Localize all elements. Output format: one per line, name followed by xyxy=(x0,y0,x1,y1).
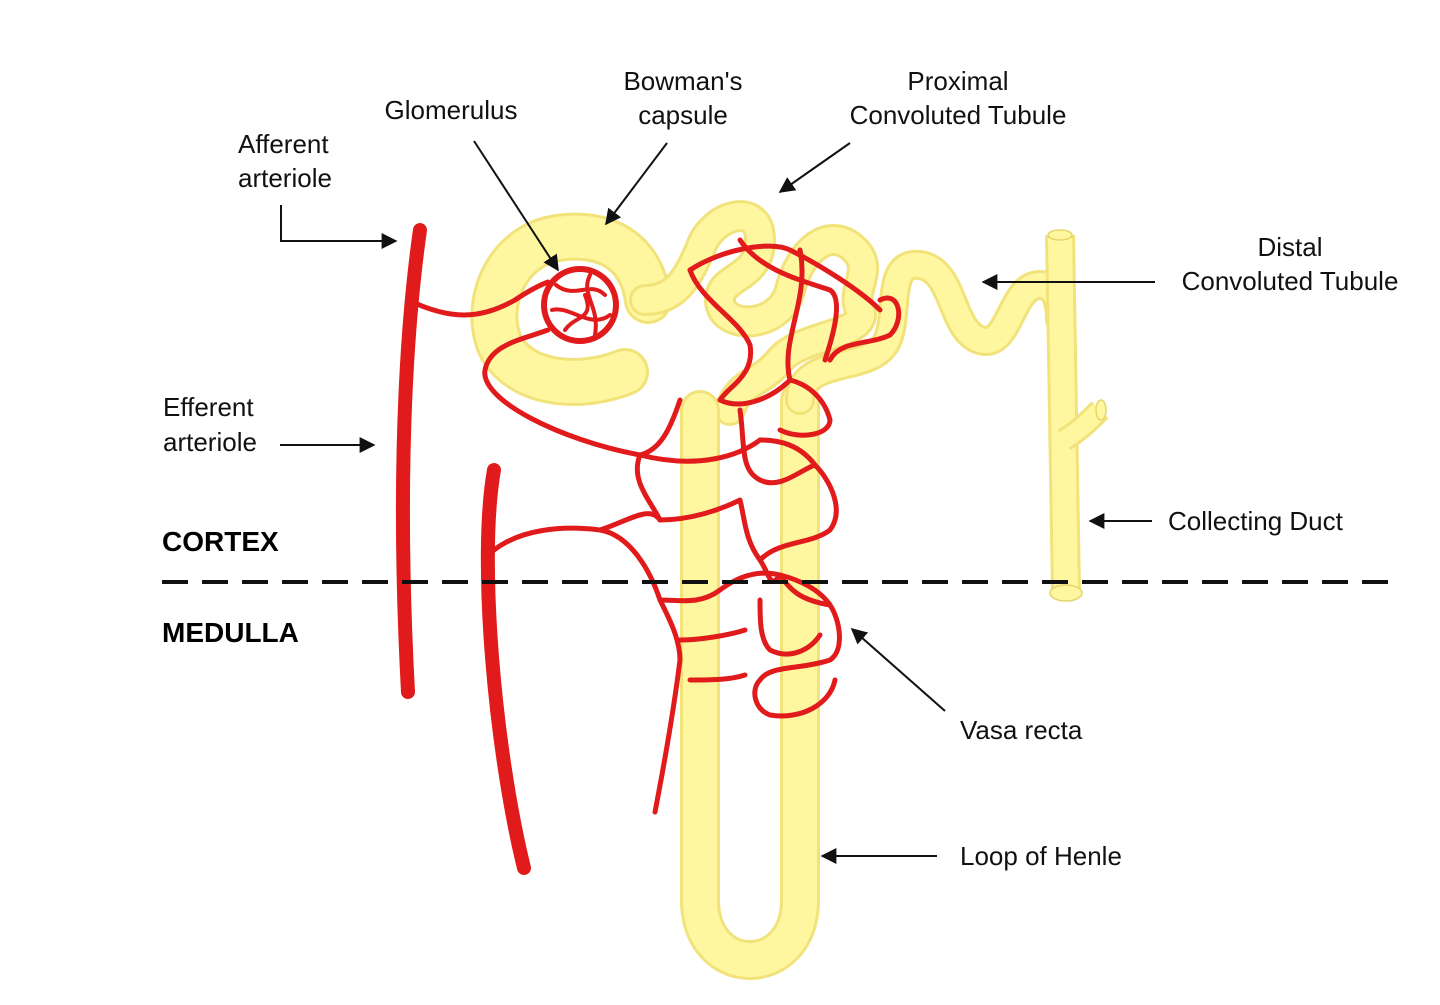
pointer-afferent xyxy=(280,205,398,249)
tubule-system xyxy=(470,200,1109,980)
vessel-system xyxy=(395,223,902,875)
label-vasa-recta: Vasa recta xyxy=(960,715,1083,745)
pointer-glomerulus xyxy=(473,140,559,272)
label-dct-line2: Convoluted Tubule xyxy=(1182,266,1399,296)
label-glomerulus: Glomerulus xyxy=(385,95,518,125)
label-afferent-line2: arteriole xyxy=(238,163,332,193)
capillary-network xyxy=(491,237,902,815)
label-loop-of-henle: Loop of Henle xyxy=(960,841,1122,871)
label-efferent-line2: arteriole xyxy=(163,427,257,457)
label-bowmans-line1: Bowman's xyxy=(623,66,742,96)
vein-vessel xyxy=(480,463,531,875)
pointer-pct xyxy=(778,142,851,193)
region-medulla: MEDULLA xyxy=(162,617,299,648)
pointer-vasa-recta xyxy=(850,627,946,712)
glomerulus-shape xyxy=(541,266,619,344)
label-efferent-line1: Efferent xyxy=(163,392,254,422)
label-dct-line1: Distal xyxy=(1257,232,1322,262)
arteriole-vessel xyxy=(395,223,427,699)
label-pct-line1: Proximal xyxy=(907,66,1008,96)
label-collecting-duct: Collecting Duct xyxy=(1168,506,1344,536)
label-pct-line2: Convoluted Tubule xyxy=(850,100,1067,130)
region-cortex: CORTEX xyxy=(162,526,279,557)
pointer-bowmans xyxy=(605,142,668,226)
label-bowmans-line2: capsule xyxy=(638,100,728,130)
label-afferent-line1: Afferent xyxy=(238,129,329,159)
